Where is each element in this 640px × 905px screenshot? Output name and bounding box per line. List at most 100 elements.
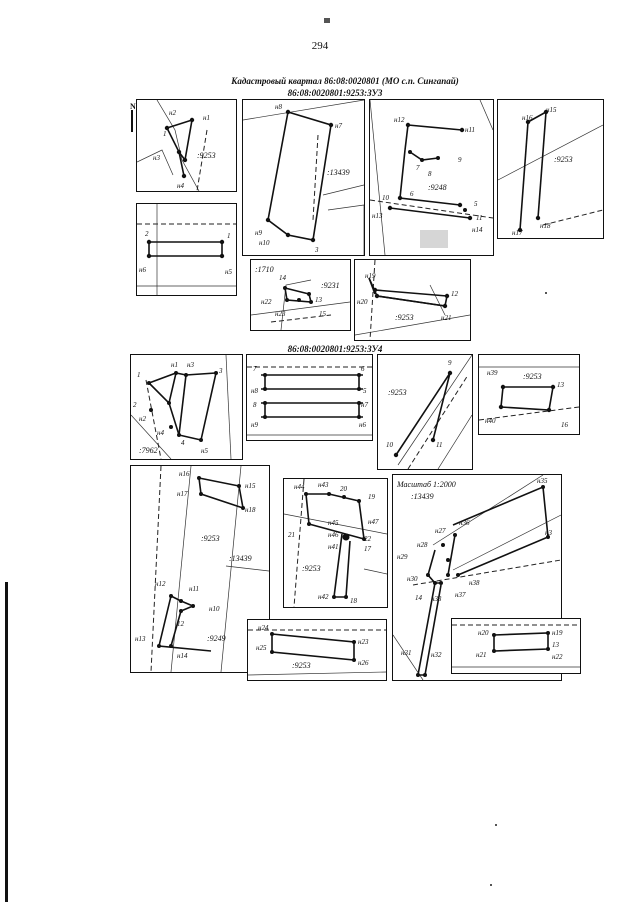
- point-label: н40: [485, 417, 496, 425]
- point-label: н25: [256, 644, 267, 652]
- point-label: н16: [522, 114, 533, 122]
- point-label: 5: [363, 387, 367, 395]
- point-label: н1: [203, 114, 210, 122]
- point-label: 1: [137, 371, 141, 379]
- point-label: 6: [361, 365, 365, 373]
- map-panel-7: н19 12 н20 н21 :9253: [354, 259, 471, 341]
- point-label: н9: [255, 229, 262, 237]
- scale-label: Масштаб 1:2000: [396, 480, 456, 489]
- point-label: н17: [177, 490, 188, 498]
- point-label: н36: [459, 519, 470, 527]
- map-panel-11: н39 13 н40 16 :9253: [478, 354, 580, 435]
- scan-speck: [490, 884, 492, 886]
- point-label: н22: [261, 298, 272, 306]
- point-label: н18: [245, 506, 256, 514]
- map-panel-5: 2 1 н6 н5: [136, 203, 237, 296]
- point-label: н13: [135, 635, 146, 643]
- point-label: н7: [361, 401, 368, 409]
- parcel-label: :9253: [388, 388, 407, 397]
- map-panel-8-drawing: 1 н1 н3 3 н2 2 н4 4 н5 :7962: [131, 355, 232, 459]
- point-label: н17: [512, 229, 523, 237]
- point-label: н33: [431, 595, 442, 603]
- point-label: 15: [319, 310, 327, 318]
- point-label: н18: [540, 222, 551, 230]
- point-label: 10: [382, 194, 390, 202]
- map-panel-4: н16 н15 н17 н18 :9253: [497, 99, 604, 239]
- point-label: н45: [328, 519, 339, 527]
- point-label: н5: [201, 447, 208, 455]
- point-label: н43: [318, 481, 329, 489]
- point-label: 1: [163, 130, 167, 138]
- point-label: 7: [416, 164, 420, 172]
- point-label: 22: [364, 535, 372, 543]
- map-panel-12: н16 н15 н17 н18 н12 н11 н10 12 н13 н14 :…: [130, 465, 270, 673]
- point-label: 13: [315, 296, 323, 304]
- map-panel-2-drawing: н8 н7 н9 н10 3 :13439: [243, 100, 364, 255]
- point-label: 3: [314, 246, 319, 254]
- north-arrow-icon: [131, 110, 133, 132]
- point-label: 3: [218, 367, 223, 375]
- point-label: н10: [259, 239, 270, 247]
- section-subtitle-zu4: 86:08:0020801:9253:ЗУ4: [287, 344, 383, 354]
- page-title: Кадастровый квартал 86:08:0020801 (МО с.…: [231, 76, 459, 86]
- map-panel-15: н24 н23 н25 н26 :9253: [247, 619, 387, 681]
- point-label: н39: [487, 369, 498, 377]
- parcel-label: :9253: [554, 155, 573, 164]
- point-label: 12: [451, 290, 459, 298]
- parcel-label: :9253: [197, 151, 216, 160]
- map-panel-15-drawing: н24 н23 н25 н26 :9253: [248, 624, 386, 676]
- map-panel-9-drawing: 7 6 н8 5 8 н7 н9 н6: [247, 365, 372, 436]
- point-label: 16: [561, 421, 569, 429]
- map-panel-1-drawing: н2 н1 н3 н4 1 :9253: [137, 100, 216, 191]
- point-label: н30: [407, 575, 418, 583]
- map-panel-3: н12 н11 7 8 9 6 н13 10 5 11 н14 :9248: [369, 99, 494, 256]
- point-label: 8: [253, 401, 257, 409]
- point-label: н2: [169, 109, 176, 117]
- point-label: н4: [157, 429, 164, 437]
- parcel-label: :9253: [395, 313, 414, 322]
- map-panel-9: 7 6 н8 5 8 н7 н9 н6: [246, 354, 373, 441]
- map-panel-13: н44 н43 20 19 н45 н47 21 н46 22 н41 17 н…: [283, 478, 388, 608]
- point-label: н38: [469, 579, 480, 587]
- point-label: н47: [368, 518, 379, 526]
- point-label: н44: [294, 483, 305, 491]
- point-label: н4: [177, 182, 184, 190]
- point-label: 20: [340, 485, 348, 493]
- parcel-label: :9253: [292, 661, 311, 670]
- point-label: н20: [357, 298, 368, 306]
- point-label: н3: [187, 361, 194, 369]
- point-label: н28: [417, 541, 428, 549]
- point-label: н23: [275, 310, 286, 318]
- point-label: н5: [225, 268, 232, 276]
- map-panel-3-drawing: н12 н11 7 8 9 6 н13 10 5 11 н14 :9248: [370, 100, 493, 255]
- north-arrow-label: N: [130, 102, 136, 111]
- point-label: н20: [478, 629, 489, 637]
- point-label: 2: [145, 230, 149, 238]
- point-label: 17: [364, 545, 372, 553]
- map-panel-6: 14 н22 13 н23 15 :1710 :9231: [250, 259, 351, 331]
- map-panel-11-drawing: н39 13 н40 16 :9253: [479, 366, 579, 429]
- point-label: 11: [436, 441, 442, 449]
- point-label: н26: [358, 659, 369, 667]
- point-label: н31: [401, 649, 411, 657]
- point-label: 4: [181, 439, 185, 447]
- parcel-label: :9253: [523, 372, 542, 381]
- parcel-label: :7962: [139, 446, 158, 455]
- point-label: н19: [365, 272, 376, 280]
- point-label: н12: [155, 580, 166, 588]
- point-label: 11: [476, 214, 482, 222]
- map-panel-6-drawing: 14 н22 13 н23 15 :1710 :9231: [251, 265, 350, 330]
- point-label: 19: [368, 493, 376, 501]
- point-label: н19: [552, 629, 563, 637]
- map-panel-4-drawing: н16 н15 н17 н18 :9253: [498, 106, 603, 237]
- point-label: н21: [441, 314, 451, 322]
- parcel-label: :9231: [321, 281, 340, 290]
- point-label: н46: [328, 531, 339, 539]
- parcel-label: :13439: [229, 554, 252, 563]
- parcel-label: :9253: [302, 564, 321, 573]
- point-label: н6: [359, 421, 366, 429]
- map-panel-7-drawing: н19 12 н20 н21 :9253: [355, 260, 470, 340]
- scan-speck: [495, 824, 497, 826]
- point-label: н6: [139, 266, 146, 274]
- map-panel-14-drawing: н35 н36 н27 н28 н3 н29 н30 14 н33 н37 н3…: [393, 475, 561, 680]
